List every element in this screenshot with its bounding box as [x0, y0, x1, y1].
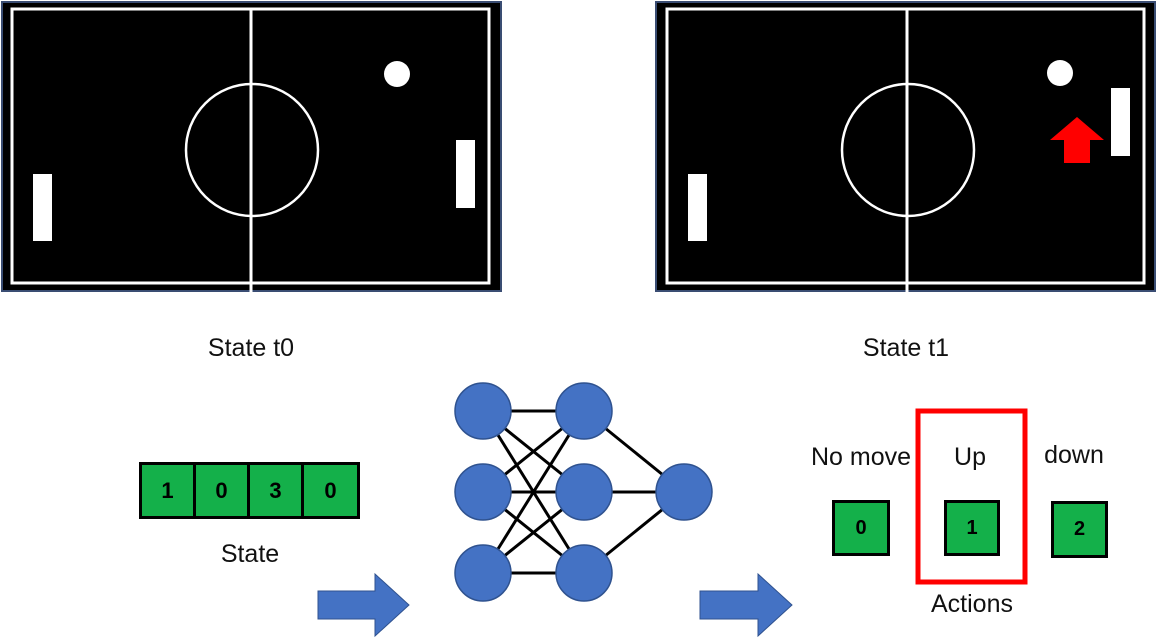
state-cell: 0 — [301, 462, 360, 519]
flow-arrow-icon — [317, 572, 410, 638]
nn-hidden-node — [555, 463, 613, 521]
center-circle-t1 — [840, 82, 976, 218]
ball-t0 — [384, 61, 410, 87]
nn-connection — [481, 410, 586, 574]
pong-field-t0 — [1, 1, 502, 292]
state-cell: 1 — [139, 462, 196, 519]
nn-input-node — [454, 463, 512, 521]
nn-input-node — [454, 382, 512, 440]
center-circle-t0 — [184, 82, 320, 218]
state-cell: 3 — [247, 462, 304, 519]
action-label-up: Up — [954, 443, 986, 471]
selected-action-highlight — [915, 408, 1028, 585]
action-label-no-move: No move — [810, 443, 912, 471]
nn-hidden-node — [555, 382, 613, 440]
nn-hidden-node — [555, 544, 613, 602]
nn-input-node — [454, 544, 512, 602]
state-cell: 0 — [193, 462, 250, 519]
nn-nodes — [454, 382, 713, 602]
up-arrow-icon — [1050, 117, 1104, 163]
nn-output-node — [655, 463, 713, 521]
action-label-down: down — [1044, 441, 1104, 469]
left-paddle-t1 — [688, 174, 707, 241]
left-paddle-t0 — [33, 174, 52, 241]
right-paddle-t0 — [456, 140, 475, 208]
right-paddle-t1 — [1111, 88, 1130, 156]
ball-t1 — [1047, 60, 1073, 86]
state-label: State — [220, 540, 280, 568]
action-cell-no-move: 0 — [832, 500, 890, 556]
pong-field-t1 — [655, 1, 1156, 292]
caption-state-t1: State t1 — [862, 334, 950, 362]
action-cell-up: 1 — [944, 500, 1000, 556]
flow-arrow-icon — [699, 572, 793, 638]
action-cell-down: 2 — [1051, 501, 1108, 558]
actions-label: Actions — [931, 590, 1013, 618]
caption-state-t0: State t0 — [207, 334, 295, 362]
